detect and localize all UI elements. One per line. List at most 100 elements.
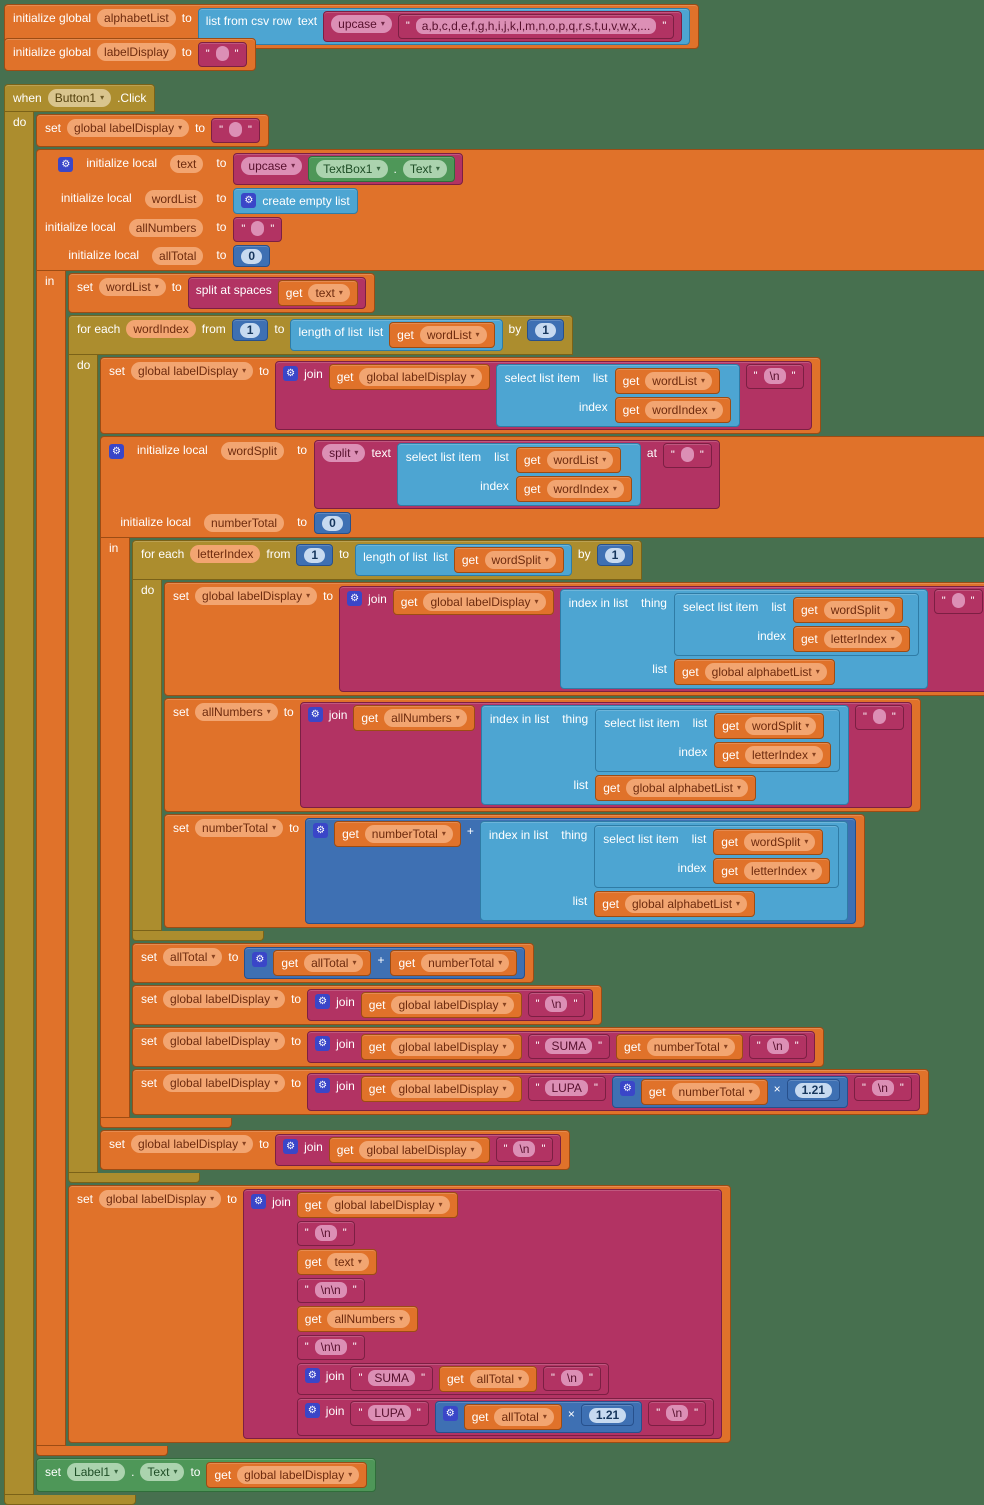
local-name-field[interactable]: wordList [144, 189, 204, 208]
variable-dropdown[interactable]: letterIndex▾ [823, 630, 902, 648]
newline-string-block[interactable]: "\n" [495, 1137, 554, 1162]
variable-dropdown[interactable]: global labelDisplay▾ [391, 1080, 514, 1098]
string-field[interactable]: \n [766, 1038, 789, 1054]
mutator-gear-icon[interactable]: ⚙ [315, 1078, 331, 1093]
mutator-gear-icon[interactable]: ⚙ [251, 1194, 267, 1209]
number-field[interactable]: 1 [604, 548, 626, 563]
number-field[interactable]: 1 [304, 548, 326, 563]
double-newline-string-block[interactable]: "\n\n" [296, 1278, 365, 1303]
double-newline-string-block[interactable]: "\n\n" [296, 1335, 365, 1360]
variable-dropdown[interactable]: wordSplit▾ [484, 551, 556, 569]
variable-dropdown[interactable]: global labelDisplay▾ [163, 1032, 286, 1050]
variable-dropdown[interactable]: global labelDisplay▾ [423, 593, 546, 611]
string-field[interactable]: a,b,c,d,e,f,g,h,i,j,k,l,m,n,o,p,q,r,s,t,… [415, 18, 657, 34]
mutator-gear-icon[interactable]: ⚙ [347, 591, 363, 606]
global-name-field[interactable]: alphabetList [97, 9, 176, 27]
mutator-gear-icon[interactable]: ⚙ [315, 994, 331, 1009]
variable-dropdown[interactable]: allTotal▾ [304, 954, 364, 972]
string-field[interactable]: SUMA [368, 1370, 416, 1386]
variable-dropdown[interactable]: numberTotal▾ [195, 819, 284, 837]
string-field[interactable] [251, 221, 265, 236]
number-field[interactable]: 0 [241, 249, 263, 264]
newline-string-block[interactable]: "\n" [748, 1034, 807, 1059]
variable-dropdown[interactable]: wordList▾ [546, 451, 614, 469]
component-dropdown[interactable]: Button1▾ [47, 89, 112, 107]
variable-dropdown[interactable]: global labelDisplay▾ [67, 119, 190, 137]
variable-dropdown[interactable]: global labelDisplay▾ [359, 368, 482, 386]
variable-dropdown[interactable]: wordSplit▾ [744, 717, 817, 735]
variable-dropdown[interactable]: allTotal▾ [494, 1408, 554, 1426]
empty-string-block[interactable]: "" [933, 589, 983, 614]
mutator-gear-icon[interactable]: ⚙ [304, 1368, 320, 1383]
suma-string-block[interactable]: "SUMA" [350, 1366, 433, 1391]
mutator-gear-icon[interactable]: ⚙ [313, 823, 329, 838]
mutator-gear-icon[interactable]: ⚙ [315, 1036, 331, 1051]
number-block[interactable]: 1 [231, 319, 269, 341]
variable-dropdown[interactable]: text▾ [327, 1253, 369, 1271]
variable-dropdown[interactable]: allTotal▾ [469, 1370, 530, 1388]
number-block[interactable]: 1 [296, 544, 334, 566]
number-block[interactable]: 0 [314, 512, 351, 534]
number-block[interactable]: 0 [233, 245, 271, 267]
variable-dropdown[interactable]: allNumbers▾ [327, 1310, 411, 1328]
string-field[interactable] [229, 122, 243, 137]
variable-dropdown[interactable]: global labelDisplay▾ [99, 1190, 222, 1208]
variable-dropdown[interactable]: wordList▾ [419, 326, 487, 344]
variable-dropdown[interactable]: global alphabetList▾ [625, 779, 748, 797]
variable-dropdown[interactable]: letterIndex▾ [744, 746, 823, 764]
variable-dropdown[interactable]: wordIndex▾ [546, 480, 624, 498]
string-field[interactable]: \n [513, 1141, 536, 1157]
mutator-gear-icon[interactable]: ⚙ [619, 1081, 635, 1096]
string-field[interactable]: \n\n [314, 1339, 347, 1355]
loop-variable-field[interactable]: wordIndex [126, 320, 196, 338]
lupa-string-block[interactable]: "LUPA" [350, 1401, 429, 1426]
mutator-gear-icon[interactable]: ⚙ [304, 1403, 320, 1418]
suma-string-block[interactable]: "SUMA" [527, 1034, 611, 1059]
string-field[interactable] [951, 593, 965, 608]
string-field[interactable]: \n [666, 1405, 689, 1421]
variable-dropdown[interactable]: numberTotal▾ [421, 954, 510, 972]
variable-dropdown[interactable]: letterIndex▾ [743, 862, 823, 880]
number-block[interactable]: 1.21 [786, 1079, 840, 1101]
variable-dropdown[interactable]: wordList▾ [99, 278, 166, 296]
mutator-gear-icon[interactable]: ⚙ [307, 707, 323, 722]
mutator-gear-icon[interactable]: ⚙ [283, 1139, 299, 1154]
lupa-string-block[interactable]: "LUPA" [527, 1076, 606, 1101]
variable-dropdown[interactable]: allTotal▾ [163, 948, 223, 966]
upcase-dropdown[interactable]: upcase▾ [331, 15, 392, 33]
string-field[interactable]: \n [314, 1225, 337, 1241]
variable-dropdown[interactable]: wordSplit▾ [823, 601, 896, 619]
variable-dropdown[interactable]: global alphabetList▾ [624, 895, 748, 913]
